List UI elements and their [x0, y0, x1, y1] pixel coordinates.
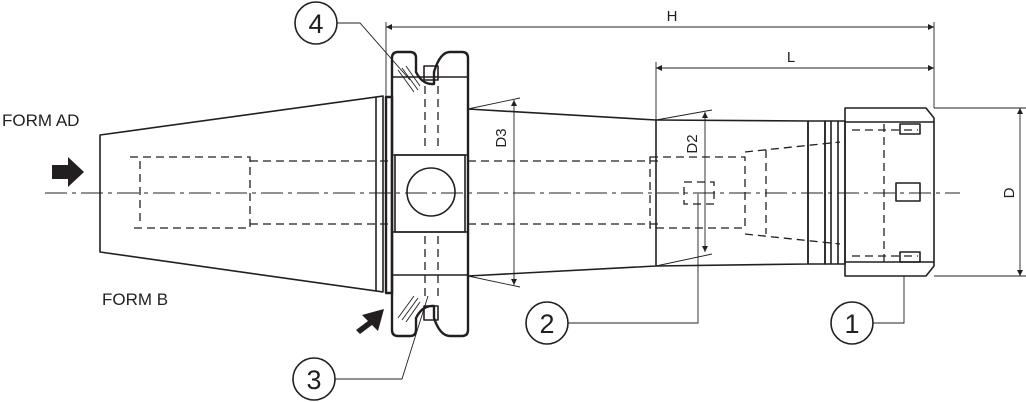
callout-3-label: 3 — [306, 365, 321, 395]
callout-4-label: 4 — [308, 9, 323, 39]
dimension-d2 — [655, 109, 713, 267]
drive-slot-circle — [406, 167, 456, 217]
dim-label-d2: D2 — [684, 134, 701, 153]
set-screw-bottom — [423, 305, 439, 321]
dimension-d — [934, 107, 1026, 277]
dim-label-l: L — [787, 49, 795, 66]
dimension-h — [385, 22, 935, 108]
form-b-arrow-icon — [356, 309, 384, 334]
callout-4: 4 — [294, 1, 411, 81]
dim-label-d: D — [1001, 187, 1018, 198]
dim-label-d3: D3 — [493, 128, 510, 147]
form-b-label: FORM B — [102, 290, 168, 309]
collet-nut — [808, 107, 935, 277]
callout-1-label: 1 — [844, 309, 859, 339]
callout-3: 3 — [292, 295, 429, 401]
form-ad-label: FORM AD — [2, 111, 79, 130]
callout-2: 2 — [525, 194, 699, 345]
callout-2-label: 2 — [539, 309, 554, 339]
callout-1: 1 — [830, 276, 905, 345]
set-screw-top — [423, 65, 439, 81]
body-front — [649, 119, 841, 267]
body-rear — [467, 108, 660, 277]
dimension-d3 — [467, 97, 521, 288]
dimension-l — [655, 62, 934, 120]
dim-label-h: H — [667, 8, 678, 25]
form-ad-arrow-icon — [52, 157, 84, 187]
flange — [384, 50, 470, 338]
taper-cone — [99, 95, 393, 293]
